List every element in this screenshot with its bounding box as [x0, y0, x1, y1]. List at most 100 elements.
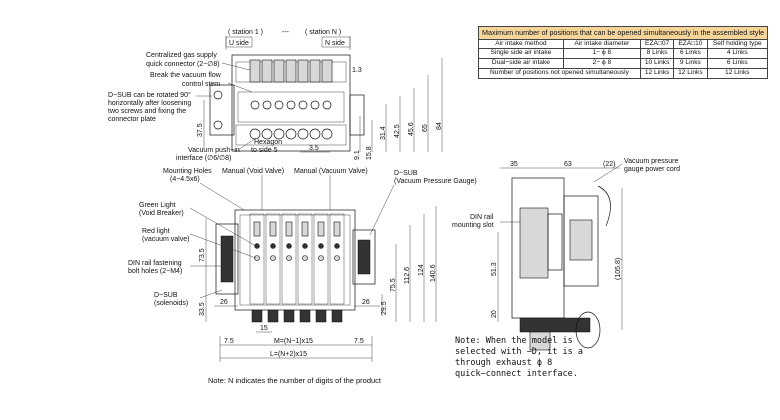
col-eza07: EZA□07 [639, 38, 675, 50]
break-vacuum-label-2: control stem [182, 81, 220, 88]
din-bolt-label-1: DIN rail fastening [128, 260, 182, 267]
cell-self: 6 Links [706, 58, 769, 70]
cell-method: Dual−side air intake [478, 58, 564, 70]
dim-33-5: 33.5 [199, 302, 206, 316]
dim-31-4: 31.4 [380, 126, 387, 140]
dim-84: 84 [436, 122, 443, 130]
side-note-4: quick−connect interface. [455, 369, 578, 379]
dim-37-5: 37.5 [197, 123, 204, 137]
cell-method: Number of positions not opened simultane… [478, 68, 641, 80]
dim-26-left: 26 [220, 299, 228, 306]
dim-124: 124 [418, 264, 425, 276]
dsub-connector-top [209, 84, 235, 136]
vacuum-pushin-label-2: interface (∅6/∅8) [176, 155, 231, 162]
vacuum-pushin-label-1: Vacuum push−in [188, 147, 240, 154]
dim-51-3: 51.3 [491, 262, 498, 276]
dim-73-5: 73.5 [199, 248, 206, 262]
station-1-label: ( station 1 ) [228, 29, 263, 36]
table-row: Number of positions not opened simultane… [478, 68, 769, 80]
dim-7-5-right: 7.5 [354, 338, 364, 345]
mounting-holes-label-1: Mounting Holes [163, 168, 212, 175]
red-light-label-2: (vacuum valve) [142, 236, 189, 243]
cell-eza07: 8 Links [639, 48, 675, 60]
cell-method: Single side air intake [478, 48, 564, 60]
dim-45-6: 45.6 [408, 122, 415, 136]
col-eza10: EZA□10 [673, 38, 708, 50]
side-note-3: through exhaust ϕ 8 [455, 358, 552, 368]
green-light-label-1: Green Light [139, 202, 176, 209]
positions-table: Maximum number of positions that can be … [477, 26, 769, 80]
cell-self: 4 Links [706, 48, 769, 60]
manifold-front-body [234, 209, 356, 311]
cell-eza07: 10 Links [639, 58, 675, 70]
dsub-rotate-label-1: D−SUB can be rotated 90° [108, 91, 191, 99]
din-slot-label-1: DIN rail [470, 214, 494, 221]
dsub-solenoid-label-2: (solenoids) [154, 300, 188, 307]
din-bolt-label-2: bolt holes (2−M4) [128, 268, 182, 275]
dim-140-6: 140.6 [430, 264, 437, 282]
dim-105-8: (105.8) [615, 258, 622, 280]
dim-42-5: 42.5 [394, 124, 401, 138]
dim-1-3: 1.3 [352, 67, 362, 74]
front-view: Mounting Holes (4−4.5x6) Manual (Void Va… [128, 168, 477, 362]
cell-diameter: 2− ϕ 8 [562, 58, 641, 70]
hexagon-label-2: to side 5 [251, 147, 278, 154]
dim-7-5-left: 7.5 [224, 338, 234, 345]
valve-stations-top [249, 59, 333, 140]
dsub-gauge-label-1: D−SUB [394, 170, 418, 177]
manual-vacuum-label: Manual (Vacuum Valve) [294, 168, 368, 175]
cell-diameter: 1− ϕ 8 [562, 48, 641, 60]
dsub-rotate-label-2: horizontally after loosening [108, 100, 191, 107]
dsub-gauge-connector [352, 229, 376, 285]
dim-15-8: 15.8 [366, 146, 373, 160]
dim-m: M=(N−1)x15 [274, 338, 313, 345]
dim-29-5: 29.5 [381, 301, 388, 315]
col-self-holding: Self holding type [706, 38, 769, 50]
dim-65: 65 [422, 124, 429, 132]
dim-3-5: 3.5 [309, 145, 319, 152]
dim-112-6: 112.6 [404, 267, 411, 284]
side-note-1: Note: When the model is [455, 336, 573, 346]
u-side-label: U side [229, 40, 249, 47]
dsub-rotate-label-3: two screws and fixing the [108, 108, 186, 115]
vacuum-cord-label-2: gauge power cord [624, 166, 680, 173]
col-air-diameter: Air intake diameter [562, 38, 641, 50]
dim-9-1: 9.1 [354, 150, 361, 160]
dim-75-5: 75.5 [390, 278, 397, 292]
top-view: ( station 1 ) --- ( station N ) U side N… [108, 29, 443, 162]
cell-eza10: 6 Links [673, 48, 708, 60]
hexagon-label-1: Hexagon [254, 139, 282, 146]
bottom-fittings [251, 309, 343, 323]
side-note-2: selected with −D, it is a [455, 347, 583, 357]
cell-eza10: 12 Links [673, 68, 708, 80]
mounting-holes-label-2: (4−4.5x6) [170, 176, 200, 183]
cell-eza10: 9 Links [673, 58, 708, 70]
table-row: Dual−side air intake 2− ϕ 8 10 Links 9 L… [478, 58, 769, 70]
table-row: Single side air intake 1− ϕ 8 8 Links 6 … [478, 48, 769, 60]
dim-l: L=(N+2)x15 [270, 351, 307, 358]
cell-self: 12 Links [706, 68, 769, 80]
green-light-label-2: (Void Breaker) [139, 210, 184, 217]
dim-15: 15 [260, 325, 268, 332]
n-side-box [321, 36, 351, 48]
dim-26-right: 26 [362, 299, 370, 306]
u-side-box [225, 36, 253, 48]
exhaust-detail-circle [575, 311, 601, 349]
table-header: Maximum number of positions that can be … [477, 26, 769, 40]
vacuum-cord-label-1: Vacuum pressure [624, 158, 678, 165]
dsub-rotate-label-4: connector plate [108, 116, 156, 123]
col-air-method: Air intake method [478, 38, 564, 50]
dsub-gauge-label-2: (Vacuum Pressure Gauge) [394, 178, 477, 185]
gas-supply-label-2: quick connector (2−∅8) [146, 61, 220, 68]
dim-20: 20 [491, 310, 498, 318]
bottom-note: Note: N indicates the number of digits o… [208, 376, 382, 385]
dim-35: 35 [510, 161, 518, 168]
station-n-label: ( station N ) [305, 29, 341, 36]
break-vacuum-label-1: Break the vacuum flow [150, 72, 222, 79]
side-view: 35 63 (22) Vacuum pressure gauge power c… [452, 158, 680, 379]
cell-eza07: 12 Links [639, 68, 675, 80]
red-light-label-1: Red light [142, 228, 170, 235]
din-slot-label-2: mounting slot [452, 222, 494, 229]
dsub-solenoid-label-1: D−SUB [154, 292, 178, 299]
